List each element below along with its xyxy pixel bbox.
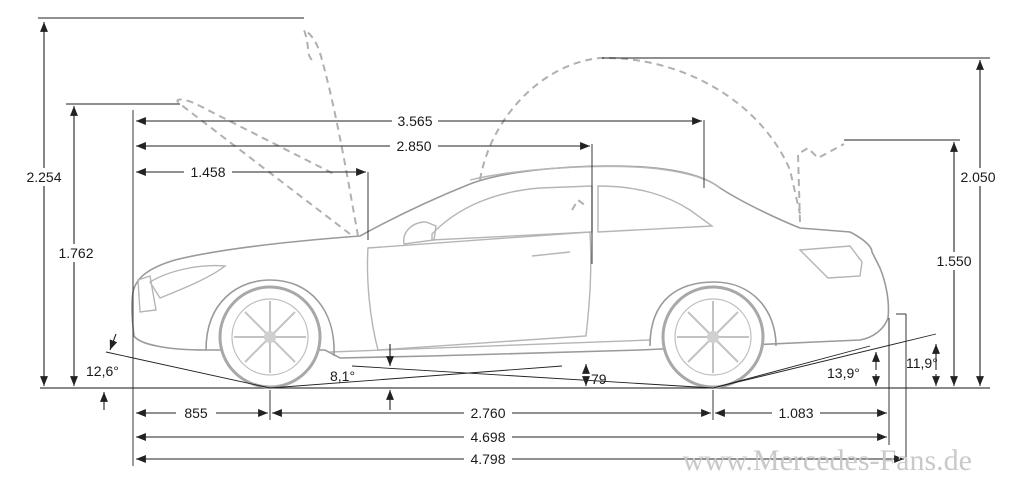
side-mirror bbox=[403, 221, 437, 245]
label-wheelbase: 2.760 bbox=[470, 405, 505, 421]
departure-angle-marker bbox=[712, 333, 940, 389]
car-outline bbox=[40, 165, 990, 389]
label-length-hood: 1.458 bbox=[190, 164, 225, 180]
front-wheel-arch bbox=[205, 279, 335, 357]
label-departure-angle-a: 13,9° bbox=[827, 365, 860, 381]
label-length-roof-swing: 2.850 bbox=[396, 138, 431, 154]
watermark: www.Mercedes-Fans.de bbox=[682, 444, 972, 477]
label-height-hood-open: 2.254 bbox=[26, 169, 61, 185]
label-overall-length-mirror: 3.565 bbox=[397, 113, 432, 129]
rear-wheel bbox=[661, 285, 765, 389]
side-sill bbox=[329, 339, 651, 353]
open-hood-outline bbox=[176, 27, 359, 237]
extension-lines bbox=[38, 17, 990, 466]
taillight bbox=[798, 245, 863, 279]
grille bbox=[137, 275, 157, 313]
label-overall-length: 4.698 bbox=[470, 429, 505, 445]
car-body bbox=[131, 165, 890, 359]
rear-wheel-arch bbox=[649, 281, 777, 347]
car-door bbox=[366, 231, 592, 351]
label-height-closed: 1.550 bbox=[936, 253, 971, 269]
car-window bbox=[431, 185, 593, 241]
label-ground-clearance: 79 bbox=[591, 371, 607, 387]
label-approach-angle: 12,6° bbox=[86, 363, 119, 379]
open-door-outline bbox=[571, 198, 587, 211]
label-overall-length-hitch: 4.798 bbox=[470, 451, 505, 467]
headlight bbox=[149, 264, 227, 299]
label-breakover-angle: 8,1° bbox=[330, 368, 355, 384]
breakover-angle-marker bbox=[269, 344, 714, 410]
label-front-overhang: 855 bbox=[184, 405, 208, 421]
car-rear-window bbox=[597, 185, 715, 233]
label-rear-overhang: 1.083 bbox=[778, 405, 813, 421]
label-departure-angle-b: 11,9° bbox=[906, 355, 938, 371]
open-trunk-outline bbox=[479, 56, 845, 223]
front-wheel bbox=[218, 285, 322, 389]
door-handle bbox=[531, 251, 571, 257]
approach-angle-marker bbox=[100, 333, 271, 410]
car-roof bbox=[469, 165, 721, 189]
label-height: 1.762 bbox=[58, 245, 93, 261]
label-height-roof-open: 2.050 bbox=[960, 169, 995, 185]
